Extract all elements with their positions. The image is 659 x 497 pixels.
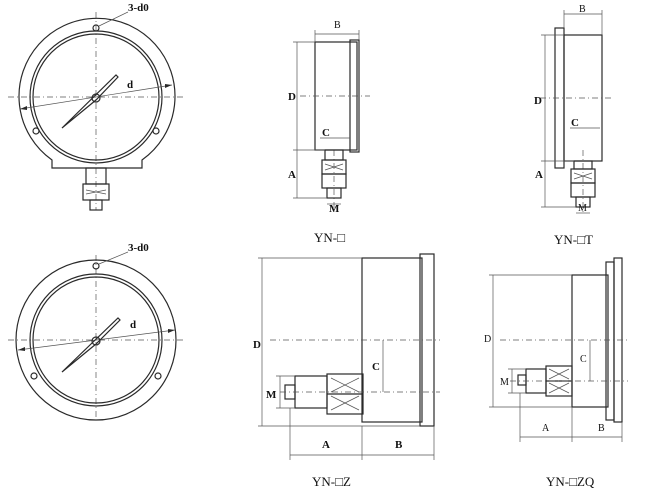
dial-diameter-label: d: [130, 319, 136, 331]
dim-a-label: A: [288, 169, 296, 181]
dim-m-label: M: [329, 203, 340, 215]
dim-m-label: M: [578, 203, 587, 214]
dim-c-label: C: [571, 117, 579, 129]
dim-b-label: B: [598, 423, 605, 434]
dial-diameter-label: d: [127, 79, 133, 91]
caption-yn: YN-□: [314, 230, 345, 245]
dim-a-label: A: [542, 423, 550, 434]
dim-c-label: C: [372, 361, 380, 373]
front-view-top: 3-d0 d: [8, 2, 185, 211]
caption-ynt: YN-□T: [554, 232, 593, 247]
front-view-bottom: 3-d0 d: [8, 242, 185, 421]
side-view-ynt: B D C A M YN-□T: [534, 4, 612, 247]
caption-ynzq: YN-□ZQ: [546, 474, 595, 489]
dim-m-label: M: [500, 377, 509, 388]
side-view-ynzq: D C M A B YN-□ZQ: [484, 257, 628, 489]
dim-d-label: D: [253, 339, 261, 351]
hole-label: 3-d0: [128, 2, 149, 14]
dim-d-label: D: [534, 95, 542, 107]
dim-c-label: C: [322, 127, 330, 139]
dim-b-label: B: [395, 439, 403, 451]
dim-a-label: A: [322, 439, 330, 451]
dim-d-label: D: [484, 334, 491, 345]
hole-label: 3-d0: [128, 242, 149, 254]
dim-b-label: B: [579, 4, 586, 15]
caption-ynz: YN-□Z: [312, 474, 351, 489]
side-view-ynz: D C M A B YN-□Z: [253, 253, 440, 489]
dim-a-label: A: [535, 169, 543, 181]
dim-b-label: B: [334, 20, 341, 31]
dim-d-label: D: [288, 91, 296, 103]
side-view-yn: B D C A M YN-□: [288, 20, 370, 245]
dim-m-label: M: [266, 389, 277, 401]
dim-c-label: C: [580, 354, 587, 365]
